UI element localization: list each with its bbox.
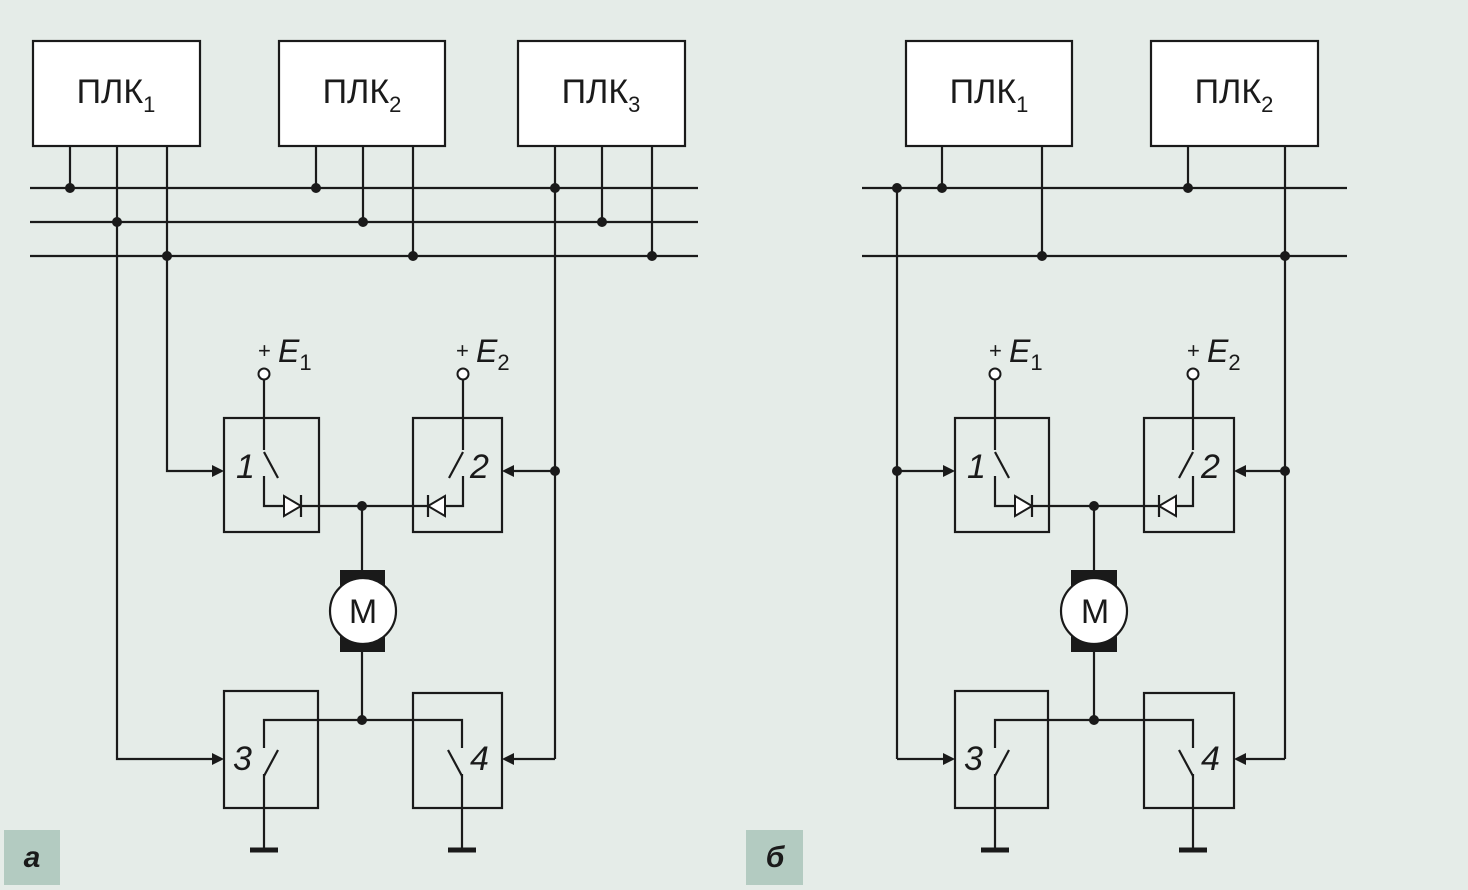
plc-b-1-sub: 1	[1016, 92, 1028, 117]
plc-a-2-label: ПЛК	[323, 73, 390, 111]
source-a-e1-plus: +	[258, 338, 271, 363]
source-b-e2-plus: +	[1187, 338, 1200, 363]
plc-b-2-sub: 2	[1261, 92, 1273, 117]
switch-b-2: 2	[1094, 416, 1236, 534]
plc-drops-a	[65, 146, 657, 261]
switch-b-4-number: 4	[1201, 740, 1220, 778]
switch-b-1-number: 1	[967, 448, 986, 486]
svg-text:E1: E1	[1009, 333, 1043, 375]
svg-text:E1: E1	[278, 333, 312, 375]
source-a-e2-plus: +	[456, 338, 469, 363]
panel-b-tag: б	[746, 830, 803, 885]
switch-a-4: 4	[362, 691, 504, 853]
svg-text:ПЛК1: ПЛК1	[77, 73, 156, 117]
switch-b-2-number: 2	[1200, 448, 1220, 486]
panel-a: ПЛК1 ПЛК2 ПЛК3	[4, 39, 698, 885]
plc-b-1: ПЛК1	[904, 39, 1074, 148]
switch-b-4: 4	[1094, 691, 1236, 853]
source-a-e2-sub: 2	[497, 350, 509, 375]
source-a-e2-label: E	[476, 333, 498, 369]
plc-a-2-sub: 2	[389, 92, 401, 117]
plc-a-3-sub: 3	[628, 92, 640, 117]
source-b-e1-plus: +	[989, 338, 1002, 363]
switch-a-1: 1	[222, 416, 362, 534]
switch-a-1-number: 1	[236, 448, 255, 486]
source-a-e2: + E2	[456, 333, 510, 450]
plc-a-2: ПЛК2	[277, 39, 447, 148]
switch-b-3: 3	[953, 689, 1094, 853]
source-b-e2: + E2	[1186, 333, 1241, 450]
source-b-e2-sub: 2	[1228, 350, 1240, 375]
switch-a-2-number: 2	[469, 448, 489, 486]
switch-a-2: 2	[362, 416, 504, 534]
panel-b: ПЛК1 ПЛК2	[746, 39, 1347, 885]
source-a-e1: + E1	[257, 333, 312, 450]
switch-b-3-number: 3	[964, 740, 983, 778]
motor-a-label: M	[349, 593, 377, 631]
control-lines-a	[115, 146, 560, 765]
svg-text:ПЛК1: ПЛК1	[950, 73, 1029, 117]
motor-b-label: M	[1081, 593, 1109, 631]
source-b-e2-label: E	[1207, 333, 1229, 369]
panel-a-tag-label: а	[24, 841, 41, 874]
plc-drops-b	[892, 146, 1290, 261]
panel-a-tag: а	[4, 830, 60, 885]
switch-b-1: 1	[953, 416, 1094, 534]
plc-b-2: ПЛК2	[1149, 39, 1320, 148]
plc-a-3: ПЛК3	[516, 39, 687, 148]
switch-a-3-number: 3	[233, 740, 252, 778]
plc-b-1-label: ПЛК	[950, 73, 1017, 111]
plc-a-3-label: ПЛК	[562, 73, 629, 111]
svg-text:ПЛК2: ПЛК2	[1195, 73, 1274, 117]
plc-a-1: ПЛК1	[31, 39, 202, 148]
svg-text:E2: E2	[1207, 333, 1241, 375]
plc-a-1-sub: 1	[143, 92, 155, 117]
motor-b: M	[1059, 501, 1129, 725]
plc-b-2-label: ПЛК	[1195, 73, 1262, 111]
source-a-e1-label: E	[278, 333, 300, 369]
control-lines-b	[892, 146, 1290, 765]
bus-lines-b	[862, 186, 1347, 258]
source-b-e1: + E1	[988, 333, 1043, 450]
plc-a-1-label: ПЛК	[77, 73, 144, 111]
source-b-e1-sub: 1	[1030, 350, 1042, 375]
panel-b-tag-label: б	[766, 841, 786, 874]
switch-a-3: 3	[222, 689, 362, 853]
svg-text:ПЛК2: ПЛК2	[323, 73, 402, 117]
source-b-e1-label: E	[1009, 333, 1031, 369]
switch-a-4-number: 4	[470, 740, 489, 778]
svg-text:ПЛК3: ПЛК3	[562, 73, 641, 117]
source-a-e1-sub: 1	[299, 350, 311, 375]
svg-text:E2: E2	[476, 333, 510, 375]
motor-a: M	[328, 501, 398, 725]
